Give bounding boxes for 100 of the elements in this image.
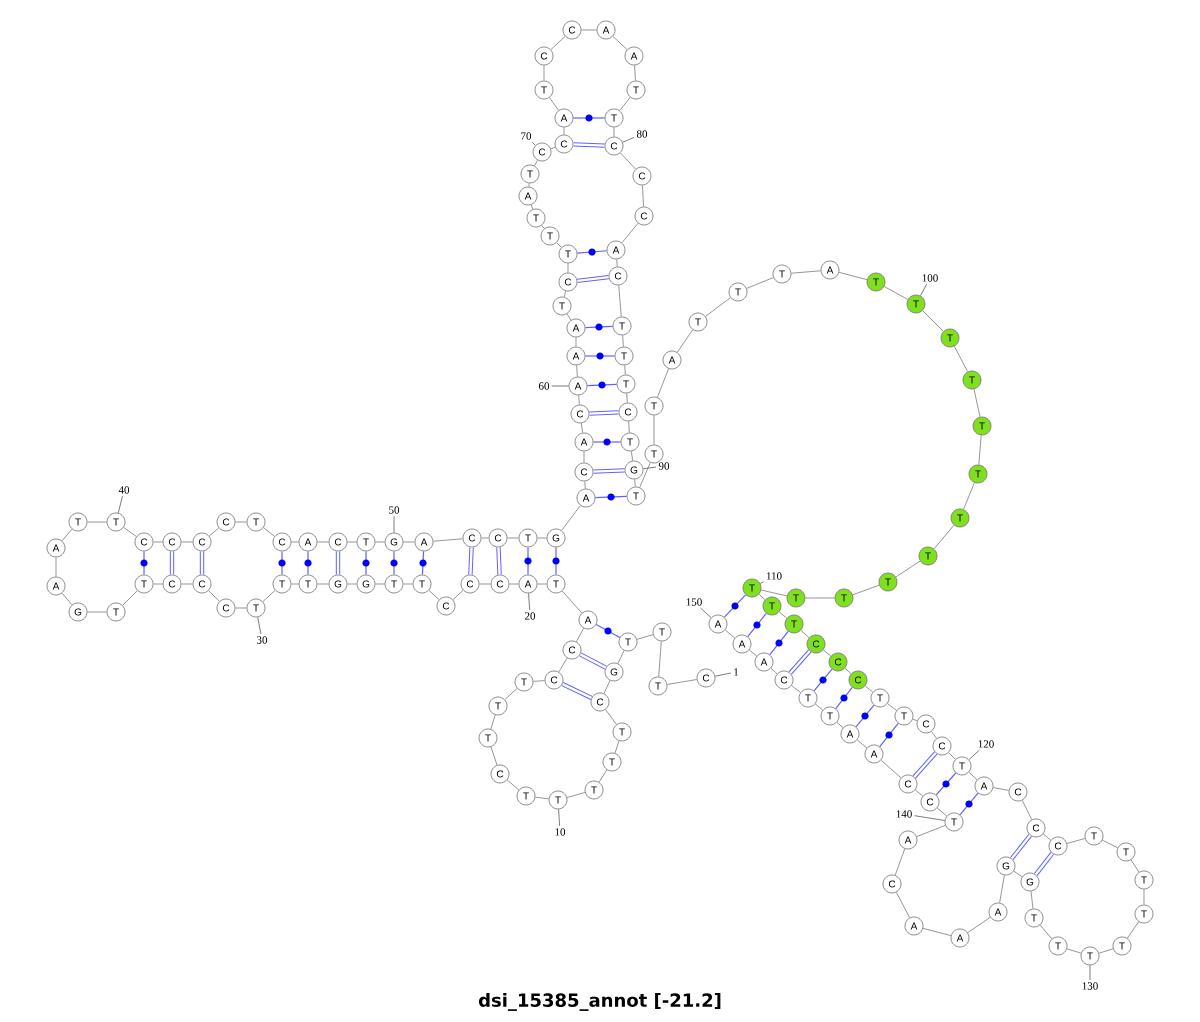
backbone-line — [402, 541, 416, 543]
backbone-line — [1143, 888, 1145, 906]
backbone-line — [836, 721, 844, 729]
backbone-line — [86, 611, 108, 613]
backbone-line — [598, 769, 608, 783]
backbone-line — [612, 35, 628, 51]
backbone-line — [1066, 838, 1086, 844]
base-pair-line — [879, 722, 899, 748]
backbone-line — [122, 590, 138, 606]
backbone-line — [800, 629, 810, 639]
backbone-line — [61, 592, 73, 606]
base-pair-line — [468, 547, 474, 575]
base-pair-line — [935, 772, 957, 796]
backbone-line — [152, 541, 164, 543]
backbone-line — [428, 589, 440, 601]
backbone-line — [628, 420, 630, 434]
backbone-line — [1126, 921, 1140, 939]
backbone-line — [895, 891, 911, 919]
backbone-line — [234, 607, 248, 609]
base-pair-line — [594, 493, 628, 501]
backbone-line — [948, 752, 956, 760]
backbone-line — [724, 629, 736, 639]
backbone-line — [936, 807, 948, 817]
base-pair-line — [788, 649, 812, 675]
backbone-line — [1021, 799, 1033, 821]
backbone-line — [490, 746, 498, 766]
backbone-line — [123, 526, 137, 538]
base-pair-line — [855, 704, 875, 728]
base-pair-line — [593, 468, 625, 474]
backbone-line — [55, 556, 57, 578]
backbone-line — [152, 583, 164, 585]
backbone-line — [541, 224, 545, 230]
backbone-line — [931, 731, 937, 739]
base-pair-line — [1010, 834, 1032, 860]
backbone-line — [550, 35, 566, 51]
backbone-line — [653, 414, 655, 446]
base-pair-line — [524, 546, 532, 576]
backbone-line — [642, 184, 645, 208]
backbone-line — [880, 759, 902, 779]
backbone-line — [613, 126, 615, 138]
backbone-line — [234, 521, 248, 523]
backbone-line — [605, 709, 617, 725]
backbone-line — [953, 345, 969, 373]
base-pair-line — [169, 551, 175, 575]
backbone-line — [758, 593, 766, 601]
base-pair-line — [577, 274, 609, 284]
backbone-line — [1098, 948, 1114, 954]
backbone-line — [914, 789, 924, 797]
backbone-line — [676, 329, 694, 353]
base-pair-line — [747, 612, 767, 638]
backbone-line — [844, 667, 852, 675]
backbone-line — [374, 583, 386, 585]
base-pair-line — [586, 381, 618, 389]
backbone-line — [346, 541, 358, 543]
base-pair-line — [723, 594, 747, 618]
backbone-line — [963, 482, 975, 510]
backbone-line — [402, 583, 414, 585]
backbone-line — [618, 284, 622, 318]
backbone-line — [452, 589, 464, 601]
backbone-line — [580, 29, 598, 31]
backbone-line — [922, 927, 952, 937]
backbone-line — [1042, 833, 1052, 841]
backbone-line — [999, 874, 1005, 904]
backbone-line — [561, 590, 583, 614]
backbone-line — [290, 583, 300, 585]
base-pair-line — [362, 550, 370, 576]
backbone-line — [508, 583, 520, 585]
backbone-line — [543, 64, 545, 82]
base-pair-line — [335, 551, 341, 575]
base-pair-line — [595, 623, 621, 639]
backbone-line — [478, 583, 492, 585]
backbone-line — [748, 649, 758, 657]
backbone-line — [883, 286, 909, 300]
backbone-line — [180, 541, 194, 543]
base-pair-line — [835, 686, 853, 710]
backbone-line — [624, 364, 626, 376]
backbone-line — [864, 685, 874, 693]
backbone-line — [316, 583, 330, 585]
backbone-line — [804, 597, 836, 599]
base-pair-line — [552, 546, 560, 576]
backbone-line — [630, 450, 634, 462]
base-pair-line — [584, 323, 614, 331]
backbone-line — [838, 271, 868, 281]
backbone-line — [856, 739, 868, 749]
backbone-line — [887, 703, 897, 711]
base-pair-line — [419, 550, 427, 576]
backbone-line — [1039, 924, 1053, 940]
backbone-line — [528, 182, 530, 188]
backbone-line — [621, 222, 639, 244]
base-pair-line — [584, 352, 616, 360]
backbone-line — [506, 779, 520, 791]
backbone-line — [575, 627, 585, 643]
backbone-line — [262, 527, 276, 537]
backbone-line — [534, 159, 538, 167]
backbone-line — [666, 679, 698, 685]
backbone-line — [346, 583, 358, 585]
backbone-line — [973, 388, 981, 418]
base-pair-line — [1034, 852, 1054, 876]
backbone-line — [992, 787, 1010, 791]
backbone-line — [490, 714, 496, 730]
